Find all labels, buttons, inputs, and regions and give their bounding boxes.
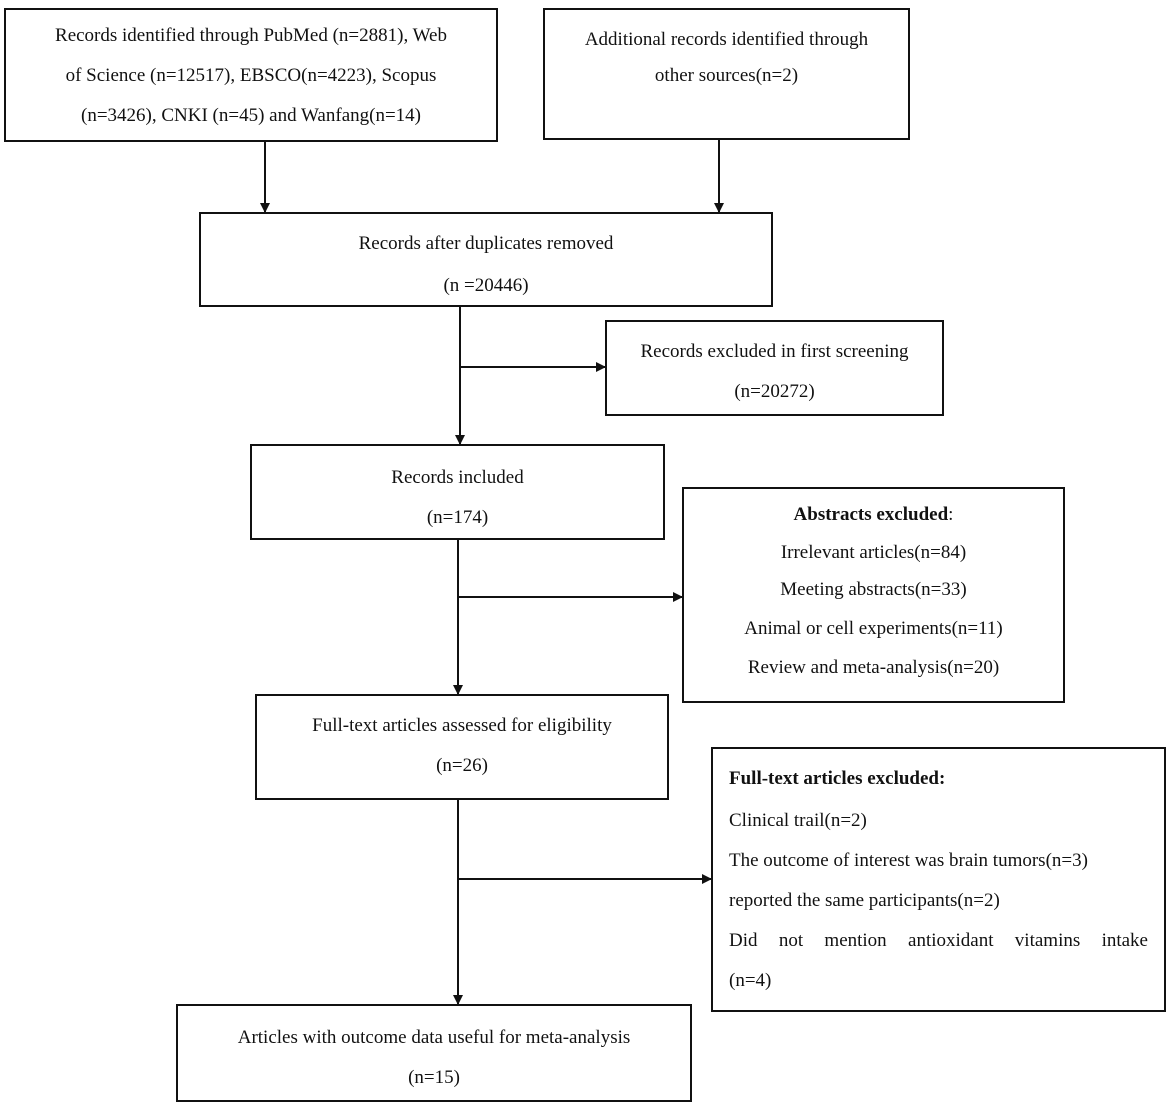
records-identified-line-3: (n=3426), CNKI (n=45) and Wanfang(n=14) [81,105,421,126]
abstracts-excluded-item: Animal or cell experiments(n=11) [744,618,1003,639]
abstracts-excluded-heading: Abstracts excluded: [684,495,1063,535]
first-screening-excluded-box: Records excluded in first screening (n=2… [605,320,944,416]
full-text-assessed-line-2: (n=26) [436,755,488,776]
full-text-excluded-heading: Full-text articles excluded: [729,768,946,789]
full-text-excluded-box: Full-text articles excluded: Clinical tr… [711,747,1166,1012]
records-identified-box: Records identified through PubMed (n=288… [4,8,498,142]
abstracts-excluded-item: Review and meta-analysis(n=20) [747,657,1000,678]
records-included-line-2: (n=174) [426,507,489,528]
full-text-excluded-item: The outcome of interest was brain tumors… [729,850,1088,871]
records-identified-line-2: of Science (n=12517), EBSCO(n=4223), Sco… [65,65,437,86]
records-identified-line-1: Records identified through PubMed (n=288… [55,25,447,46]
full-text-excluded-item: (n=4) [729,970,772,991]
additional-records-line-1: Additional records identified through [584,29,869,50]
final-articles-box: Articles with outcome data useful for me… [176,1004,692,1102]
abstracts-excluded-item: Irrelevant articles(n=84) [780,542,967,563]
full-text-assessed-line-1: Full-text articles assessed for eligibil… [312,715,612,736]
full-text-excluded-item: Clinical trail(n=2) [729,810,867,831]
duplicates-removed-box: Records after duplicates removed (n =204… [199,212,773,307]
additional-records-box: Additional records identified through ot… [543,8,910,140]
first-screening-excluded-line-2: (n=20272) [734,381,815,402]
abstracts-excluded-heading-text: Abstracts excluded [793,504,949,525]
full-text-excluded-item: reported the same participants(n=2) [729,890,1000,911]
duplicates-removed-line-2: (n =20446) [443,275,529,296]
abstracts-excluded-box: Abstracts excluded: Irrelevant articles(… [682,487,1065,703]
final-articles-line-1: Articles with outcome data useful for me… [237,1027,631,1048]
records-included-box: Records included (n=174) [250,444,665,540]
abstracts-excluded-item: Meeting abstracts(n=33) [780,579,967,600]
records-included-line-1: Records included [391,467,524,488]
full-text-assessed-box: Full-text articles assessed for eligibil… [255,694,669,800]
full-text-excluded-item: Did not mention antioxidant vitamins int… [729,930,1148,951]
final-articles-line-2: (n=15) [408,1067,460,1088]
abstracts-excluded-heading-suffix: : [948,504,954,525]
first-screening-excluded-line-1: Records excluded in first screening [640,341,909,362]
duplicates-removed-line-1: Records after duplicates removed [358,233,614,254]
additional-records-line-2: other sources(n=2) [654,65,799,86]
